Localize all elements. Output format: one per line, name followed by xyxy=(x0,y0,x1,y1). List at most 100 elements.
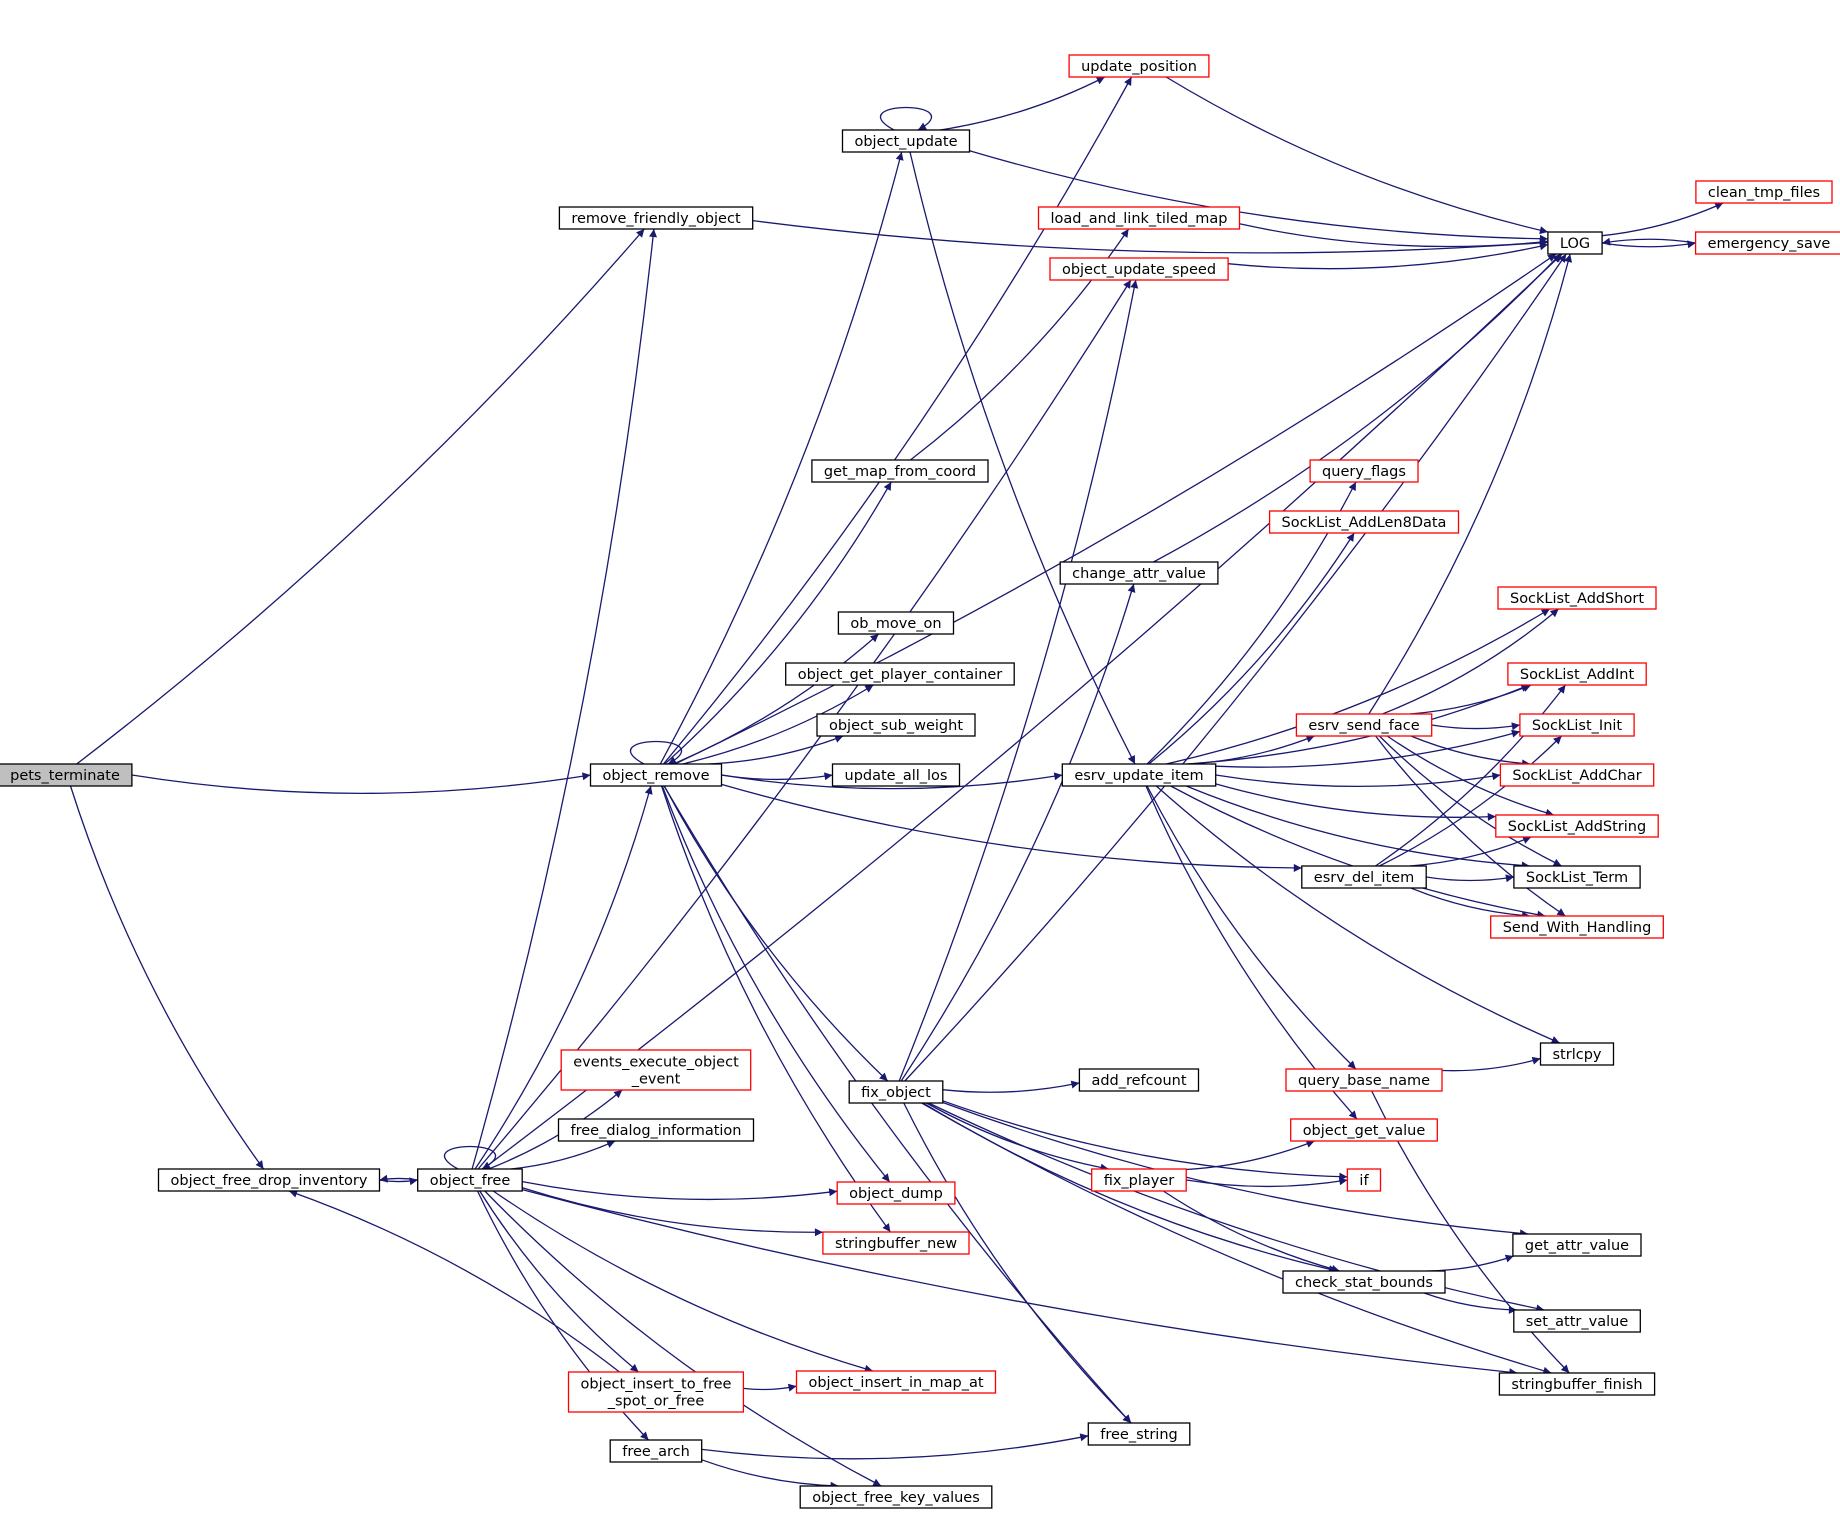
node-load-and-link-tiled-map[interactable]: load_and_link_tiled_map xyxy=(1037,206,1241,230)
node-box[interactable] xyxy=(1490,915,1664,939)
node-box[interactable] xyxy=(417,1168,523,1192)
node-events-execute-object-event[interactable]: events_execute_object_event xyxy=(560,1049,752,1091)
node-box[interactable] xyxy=(1513,1309,1641,1333)
node-SockList-AddShort[interactable]: SockList_AddShort xyxy=(1497,586,1657,610)
node-box[interactable] xyxy=(1519,713,1635,737)
node-box[interactable] xyxy=(799,1485,993,1509)
node-clean-tmp-files[interactable]: clean_tmp_files xyxy=(1695,180,1833,204)
node-box[interactable] xyxy=(1495,814,1659,838)
node-esrv-update-item[interactable]: esrv_update_item xyxy=(1061,763,1217,787)
node-box[interactable] xyxy=(1346,1168,1382,1192)
node-update-position[interactable]: update_position xyxy=(1068,54,1210,78)
node-box[interactable] xyxy=(1301,865,1427,889)
node-box[interactable] xyxy=(1091,1168,1187,1192)
node-emergency-save[interactable]: emergency_save xyxy=(1694,231,1840,255)
node-box[interactable] xyxy=(1694,231,1840,255)
node-remove-friendly-object[interactable]: remove_friendly_object xyxy=(558,206,754,230)
node-LOG[interactable]: LOG xyxy=(1547,231,1603,255)
node-box[interactable] xyxy=(1068,54,1210,78)
node-box[interactable] xyxy=(1268,510,1460,534)
node-object-free-drop-inventory[interactable]: object_free_drop_inventory xyxy=(157,1168,381,1192)
node-object-update-speed[interactable]: object_update_speed xyxy=(1049,257,1229,281)
node-object-remove[interactable]: object_remove xyxy=(589,763,723,787)
node-change-attr-value[interactable]: change_attr_value xyxy=(1059,561,1219,585)
node-box[interactable] xyxy=(816,713,976,737)
node-box[interactable] xyxy=(1512,1233,1642,1257)
node-object-update[interactable]: object_update xyxy=(841,129,971,153)
node-box[interactable] xyxy=(557,1118,755,1142)
node-if[interactable]: if xyxy=(1346,1168,1382,1192)
node-update-all-los[interactable]: update_all_los xyxy=(831,763,961,787)
node-box[interactable] xyxy=(1061,763,1217,787)
node-box[interactable] xyxy=(1295,713,1433,737)
node-ob-move-on[interactable]: ob_move_on xyxy=(837,611,955,635)
node-esrv-del-item[interactable]: esrv_del_item xyxy=(1301,865,1427,889)
node-strlcpy[interactable]: strlcpy xyxy=(1539,1042,1615,1066)
node-box[interactable] xyxy=(1059,561,1219,585)
node-box[interactable] xyxy=(1078,1068,1200,1092)
node-free-string[interactable]: free_string xyxy=(1087,1422,1191,1446)
node-stringbuffer-new[interactable]: stringbuffer_new xyxy=(822,1231,970,1255)
node-box[interactable] xyxy=(841,129,971,153)
node-SockList-AddLen8Data[interactable]: SockList_AddLen8Data xyxy=(1268,510,1460,534)
node-box[interactable] xyxy=(795,1370,997,1394)
node-box[interactable] xyxy=(589,763,723,787)
node-pets-terminate[interactable]: pets_terminate xyxy=(0,763,133,787)
node-box[interactable] xyxy=(567,1371,745,1413)
node-box[interactable] xyxy=(0,763,133,787)
node-box[interactable] xyxy=(558,206,754,230)
node-box[interactable] xyxy=(1507,662,1647,686)
node-box[interactable] xyxy=(1282,1270,1446,1294)
node-box[interactable] xyxy=(1547,231,1603,255)
node-object-free[interactable]: object_free xyxy=(417,1168,523,1192)
node-box[interactable] xyxy=(1498,1372,1656,1396)
node-get-map-from-coord[interactable]: get_map_from_coord xyxy=(811,459,989,483)
node-free-dialog-information[interactable]: free_dialog_information xyxy=(557,1118,755,1142)
node-box[interactable] xyxy=(811,459,989,483)
node-box[interactable] xyxy=(1049,257,1229,281)
node-fix-player[interactable]: fix_player xyxy=(1091,1168,1187,1192)
node-box[interactable] xyxy=(1285,1068,1443,1092)
node-box[interactable] xyxy=(1087,1422,1191,1446)
node-query-base-name[interactable]: query_base_name xyxy=(1285,1068,1443,1092)
node-box[interactable] xyxy=(831,763,961,787)
node-box[interactable] xyxy=(785,662,1015,686)
node-object-get-value[interactable]: object_get_value xyxy=(1290,1118,1438,1142)
node-free-arch[interactable]: free_arch xyxy=(609,1439,703,1463)
node-set-attr-value[interactable]: set_attr_value xyxy=(1513,1309,1641,1333)
node-stringbuffer-finish[interactable]: stringbuffer_finish xyxy=(1498,1372,1656,1396)
node-add-refcount[interactable]: add_refcount xyxy=(1078,1068,1200,1092)
node-object-dump[interactable]: object_dump xyxy=(836,1181,956,1205)
node-box[interactable] xyxy=(1497,586,1657,610)
node-box[interactable] xyxy=(609,1439,703,1463)
node-SockList-Term[interactable]: SockList_Term xyxy=(1513,865,1641,889)
node-check-stat-bounds[interactable]: check_stat_bounds xyxy=(1282,1270,1446,1294)
node-SockList-AddChar[interactable]: SockList_AddChar xyxy=(1499,763,1655,787)
node-Send-With-Handling[interactable]: Send_With_Handling xyxy=(1490,915,1664,939)
node-SockList-AddString[interactable]: SockList_AddString xyxy=(1495,814,1659,838)
node-box[interactable] xyxy=(848,1080,944,1104)
node-object-insert-in-map-at[interactable]: object_insert_in_map_at xyxy=(795,1370,997,1394)
node-box[interactable] xyxy=(560,1049,752,1091)
node-object-free-key-values[interactable]: object_free_key_values xyxy=(799,1485,993,1509)
node-get-attr-value[interactable]: get_attr_value xyxy=(1512,1233,1642,1257)
node-query-flags[interactable]: query_flags xyxy=(1309,459,1419,483)
node-fix-object[interactable]: fix_object xyxy=(848,1080,944,1104)
node-box[interactable] xyxy=(1539,1042,1615,1066)
node-box[interactable] xyxy=(1499,763,1655,787)
node-SockList-Init[interactable]: SockList_Init xyxy=(1519,713,1635,737)
node-object-sub-weight[interactable]: object_sub_weight xyxy=(816,713,976,737)
node-box[interactable] xyxy=(1037,206,1241,230)
node-object-insert-to-free-spot-or-free[interactable]: object_insert_to_free_spot_or_free xyxy=(567,1371,745,1413)
node-esrv-send-face[interactable]: esrv_send_face xyxy=(1295,713,1433,737)
node-box[interactable] xyxy=(1309,459,1419,483)
node-box[interactable] xyxy=(1695,180,1833,204)
node-box[interactable] xyxy=(837,611,955,635)
node-box[interactable] xyxy=(822,1231,970,1255)
node-object-get-player-container[interactable]: object_get_player_container xyxy=(785,662,1015,686)
node-box[interactable] xyxy=(1290,1118,1438,1142)
node-box[interactable] xyxy=(1513,865,1641,889)
node-box[interactable] xyxy=(157,1168,381,1192)
node-box[interactable] xyxy=(836,1181,956,1205)
node-SockList-AddInt[interactable]: SockList_AddInt xyxy=(1507,662,1647,686)
